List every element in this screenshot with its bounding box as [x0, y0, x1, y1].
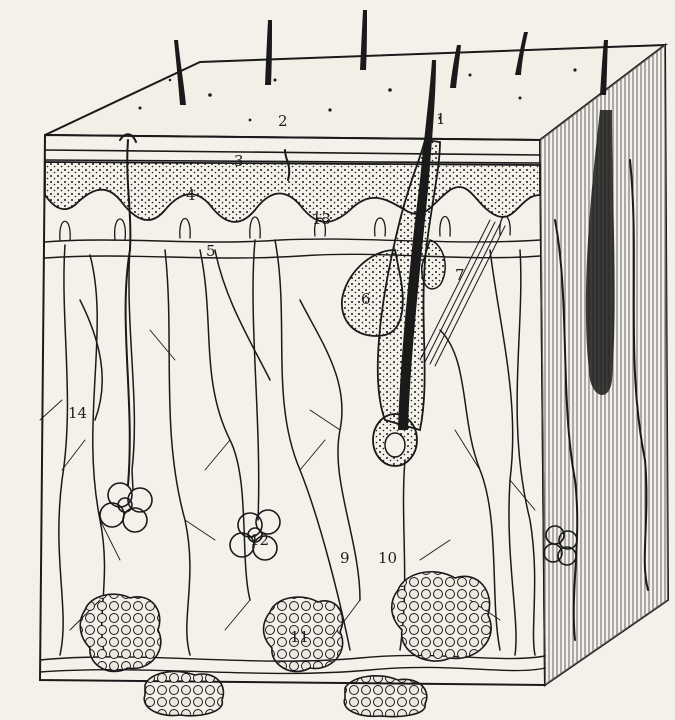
label-11: 11	[290, 628, 309, 646]
label-3: 3	[234, 152, 244, 170]
label-6: 6	[361, 290, 371, 308]
label-10: 10	[378, 549, 397, 567]
label-7: 7	[455, 266, 465, 284]
label-12: 12	[250, 531, 269, 549]
fat-lobule-right	[392, 572, 491, 661]
label-5: 5	[206, 242, 216, 260]
label-9: 9	[340, 549, 350, 567]
fat-lobule-left	[80, 594, 161, 671]
fat-lobule-bottom-right	[344, 676, 427, 717]
label-1: 1	[436, 110, 446, 128]
label-14: 14	[68, 404, 87, 422]
fat-lobule-bottom-left	[144, 672, 223, 716]
label-13: 13	[312, 210, 331, 228]
label-4: 4	[186, 186, 196, 204]
label-2: 2	[278, 112, 288, 130]
